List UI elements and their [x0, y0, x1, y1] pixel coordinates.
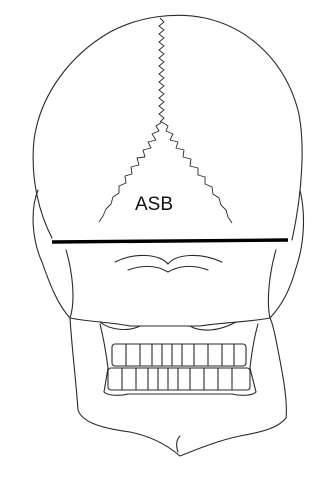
lower-teeth	[108, 368, 250, 390]
asb-label: ASB	[135, 194, 173, 215]
nuchal-crest	[115, 255, 222, 264]
sagittal-suture	[159, 18, 164, 122]
mandible-notch	[177, 436, 180, 452]
inion-mark	[128, 266, 208, 272]
left-mastoid	[33, 190, 73, 318]
asb-measurement-line	[52, 240, 288, 242]
upper-teeth	[112, 344, 246, 366]
